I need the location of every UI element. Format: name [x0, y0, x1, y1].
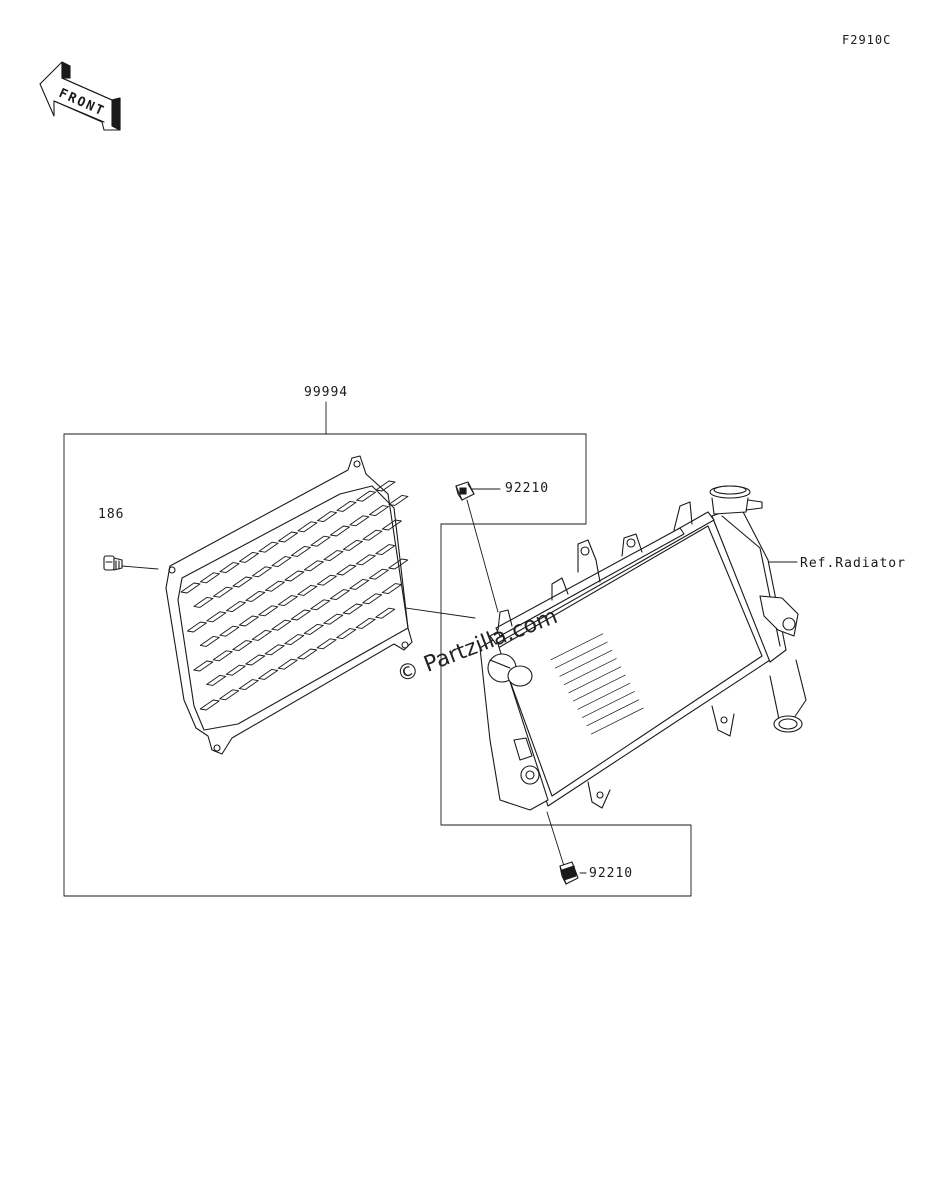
part-number-99994[interactable]: 99994: [304, 385, 349, 400]
radiator-fin: [563, 658, 617, 685]
grille-opening: [349, 515, 370, 527]
grille-opening: [277, 658, 298, 670]
grille-opening: [297, 648, 318, 660]
grille-opening: [355, 617, 376, 629]
grille-opening: [336, 564, 357, 576]
grille-opening: [264, 644, 285, 656]
grille-opening: [238, 679, 259, 691]
grille-opening: [388, 558, 409, 570]
grille-opening: [258, 541, 279, 553]
grille-opening: [239, 551, 259, 563]
grille-opening: [375, 544, 396, 556]
ref-radiator-label: Ref.Radiator: [800, 556, 906, 571]
grille-opening: [251, 629, 272, 641]
grille-opening: [199, 635, 220, 647]
part-number-92210-top[interactable]: 92210: [505, 481, 550, 496]
grille-opening: [252, 566, 272, 578]
grille-opening: [271, 556, 292, 568]
grille-opening: [278, 531, 298, 543]
grille-opening: [200, 572, 220, 584]
grille-opening: [206, 611, 227, 623]
grille-opening: [323, 550, 344, 562]
grille-opening: [199, 699, 220, 711]
grille-opening: [193, 660, 214, 672]
grille-opening: [219, 625, 240, 637]
radiator-fin: [572, 674, 626, 702]
grille-opening: [349, 578, 370, 590]
grille-opening: [225, 664, 246, 676]
grille-opening: [317, 511, 337, 523]
grille-opening: [310, 599, 331, 611]
grille-opening: [193, 596, 214, 608]
grille-opening: [368, 568, 389, 580]
grille-opening: [213, 586, 233, 598]
radiator-fin: [568, 666, 622, 694]
grille-opening: [375, 480, 396, 492]
grille-opening: [381, 583, 402, 595]
grille-opening: [271, 619, 292, 631]
grille-opening: [219, 689, 240, 701]
radiator-fin: [586, 699, 640, 727]
grille-opening: [225, 601, 246, 613]
grille-opening: [206, 674, 227, 686]
grille-opening: [186, 621, 207, 633]
grille-opening: [297, 584, 318, 596]
clip-nut-bottom-icon: [559, 861, 579, 885]
grille-opening: [362, 593, 383, 605]
radiator-fin: [581, 691, 635, 718]
radiator-fin: [559, 649, 613, 677]
radiator-fin: [554, 641, 608, 669]
grille-opening: [212, 650, 233, 662]
grille-opening: [258, 668, 279, 680]
grille-opening: [291, 545, 311, 557]
clip-nut-top-icon: [455, 481, 475, 501]
grille-opening: [297, 521, 318, 533]
grille-opening: [355, 554, 376, 566]
grille-opening: [381, 519, 402, 531]
radiator: [479, 485, 807, 811]
grille-opening: [316, 638, 337, 650]
part-number-92210-bottom[interactable]: 92210: [589, 866, 634, 881]
grille-opening: [290, 609, 311, 621]
grille-opening: [284, 570, 305, 582]
grille-opening: [245, 654, 266, 666]
grille-opening: [238, 615, 259, 627]
grille-opening: [303, 560, 324, 572]
radiator-fin: [590, 707, 644, 735]
grille-opening: [277, 595, 298, 607]
grille-opening: [342, 603, 363, 615]
grille-opening: [245, 590, 266, 602]
grille-opening: [258, 605, 279, 617]
grille-opening: [329, 589, 350, 601]
grille-opening: [284, 634, 305, 646]
grille-opening: [316, 574, 337, 586]
grille-opening: [336, 500, 357, 512]
grille-opening: [336, 628, 357, 640]
grille-opening: [232, 576, 253, 588]
grille-opening: [330, 525, 350, 537]
grille-opening: [356, 490, 376, 502]
grille-opening: [264, 580, 285, 592]
grille-opening: [310, 535, 331, 547]
grille-opening: [388, 494, 409, 506]
part-number-186[interactable]: 186: [98, 507, 125, 522]
grille-opening: [342, 539, 363, 551]
grille-opening: [303, 623, 324, 635]
radiator-fin: [577, 682, 631, 710]
grille-opening: [375, 607, 396, 619]
front-arrow-icon: FRONT: [39, 61, 121, 131]
bolt-186-icon: [103, 555, 123, 571]
grille-opening: [232, 640, 253, 652]
grille-opening: [219, 562, 240, 574]
grille-opening: [323, 613, 344, 625]
radiator-fin: [550, 633, 604, 661]
diagram-code: F2910C: [842, 33, 892, 47]
radiator-guard-grille: [165, 455, 413, 755]
grille-opening: [369, 505, 389, 517]
grille-opening: [362, 529, 383, 541]
grille-opening: [180, 582, 201, 594]
